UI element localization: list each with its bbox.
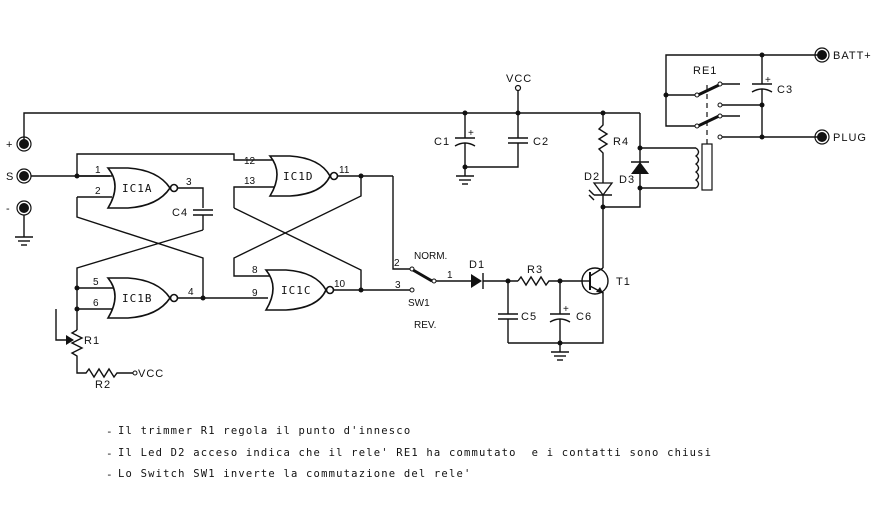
relay-re1-contacts	[663, 54, 820, 140]
capacitor-c1	[454, 113, 476, 167]
capacitor-c6	[549, 281, 571, 343]
gate-ic1a	[106, 167, 171, 209]
terminal-plug[interactable]	[814, 129, 830, 145]
terminal-batt-label: BATT+	[833, 50, 872, 62]
pin-label: 5	[93, 277, 99, 288]
pin-label: 9	[252, 288, 258, 299]
rev-label: REV.	[414, 320, 436, 331]
r4-label: R4	[613, 136, 629, 148]
led-d2	[588, 172, 614, 201]
d3-label: D3	[619, 174, 635, 186]
r3-label: R3	[527, 264, 543, 276]
wire-s-to-ic1d	[76, 153, 276, 176]
vcc-r2-label: VCC	[138, 368, 164, 380]
c4-label: C4	[172, 207, 188, 219]
pin-label: 2	[95, 186, 101, 197]
d1-label: D1	[469, 259, 485, 271]
pin-label: 1	[95, 165, 101, 176]
inverter-bubble	[325, 285, 335, 295]
inverter-bubble	[169, 293, 179, 303]
c1-label: C1	[434, 136, 450, 148]
pin-label: 3	[395, 280, 401, 291]
gate-ic1a-label: IC1A	[122, 182, 153, 195]
gate-ic1d	[268, 155, 331, 197]
norm-label: NORM.	[414, 251, 447, 262]
inverter-bubble	[169, 183, 179, 193]
terminal-plus[interactable]	[16, 136, 32, 152]
note-led: Il Led D2 acceso indica che il rele' RE1…	[118, 447, 713, 459]
gate-ic1c	[264, 269, 327, 311]
gate-ic1c-label: IC1C	[281, 284, 312, 297]
pin-label: 11	[339, 165, 350, 176]
transistor-t1	[581, 267, 609, 295]
sw1-label: SW1	[408, 298, 430, 309]
gate-ic1b	[106, 277, 171, 319]
vcc-top-label: VCC	[506, 73, 532, 85]
polarity-label: +	[468, 128, 474, 139]
note-switch: Lo Switch SW1 inverte la commutazione de…	[118, 468, 472, 480]
pin-label: 4	[188, 287, 194, 298]
pin-label: 8	[252, 265, 258, 276]
capacitor-c3	[751, 52, 773, 140]
terminal-plus-label: +	[6, 139, 13, 151]
trimmer-r1[interactable]	[55, 309, 84, 368]
c2-label: C2	[533, 136, 549, 148]
polarity-label: +	[765, 75, 771, 86]
resistor-r2	[76, 367, 138, 379]
pin-label: 1	[447, 270, 453, 281]
inverter-bubble	[329, 171, 339, 181]
re1-label: RE1	[693, 65, 717, 77]
gate-ic1b-label: IC1B	[122, 292, 153, 305]
r2-label: R2	[95, 379, 111, 391]
capacitor-c4	[193, 209, 213, 216]
resistor-r4	[597, 113, 609, 172]
r1-label: R1	[84, 335, 100, 347]
note-bullet: -	[106, 447, 113, 460]
t1-label: T1	[616, 276, 631, 288]
pin-label: 6	[93, 298, 99, 309]
diode-d3	[631, 161, 649, 174]
capacitor-c5	[498, 281, 518, 343]
ground-icon	[551, 343, 569, 361]
terminal-minus-label: -	[6, 203, 11, 215]
note-bullet: -	[106, 468, 113, 481]
pin-label: 2	[394, 258, 400, 269]
terminal-signal-label: S	[6, 171, 14, 183]
diode-d1	[471, 273, 484, 289]
terminal-plug-label: PLUG	[833, 132, 867, 144]
c5-label: C5	[521, 311, 537, 323]
wire-top-rail	[23, 112, 640, 143]
c3-label: C3	[777, 84, 793, 96]
d2-label: D2	[584, 171, 600, 183]
gate-ic1d-label: IC1D	[283, 170, 314, 183]
pin-label: 10	[334, 279, 346, 290]
ground-icon	[456, 167, 474, 185]
terminal-signal[interactable]	[16, 168, 32, 184]
c6-label: C6	[576, 311, 592, 323]
note-bullet: -	[106, 425, 113, 438]
note-trimmer: Il trimmer R1 regola il punto d'innesco	[118, 425, 412, 437]
relay-coil	[640, 82, 713, 191]
pin-label: 12	[244, 156, 256, 167]
ground-icon	[15, 215, 33, 246]
resistor-r3	[517, 275, 582, 287]
pin-label: 3	[186, 177, 192, 188]
terminal-batt[interactable]	[814, 47, 830, 63]
terminal-minus[interactable]	[16, 200, 32, 216]
capacitor-c2	[465, 113, 528, 168]
pin-label: 13	[244, 176, 256, 187]
switch-sw1[interactable]	[392, 176, 437, 293]
polarity-label: +	[563, 304, 569, 315]
